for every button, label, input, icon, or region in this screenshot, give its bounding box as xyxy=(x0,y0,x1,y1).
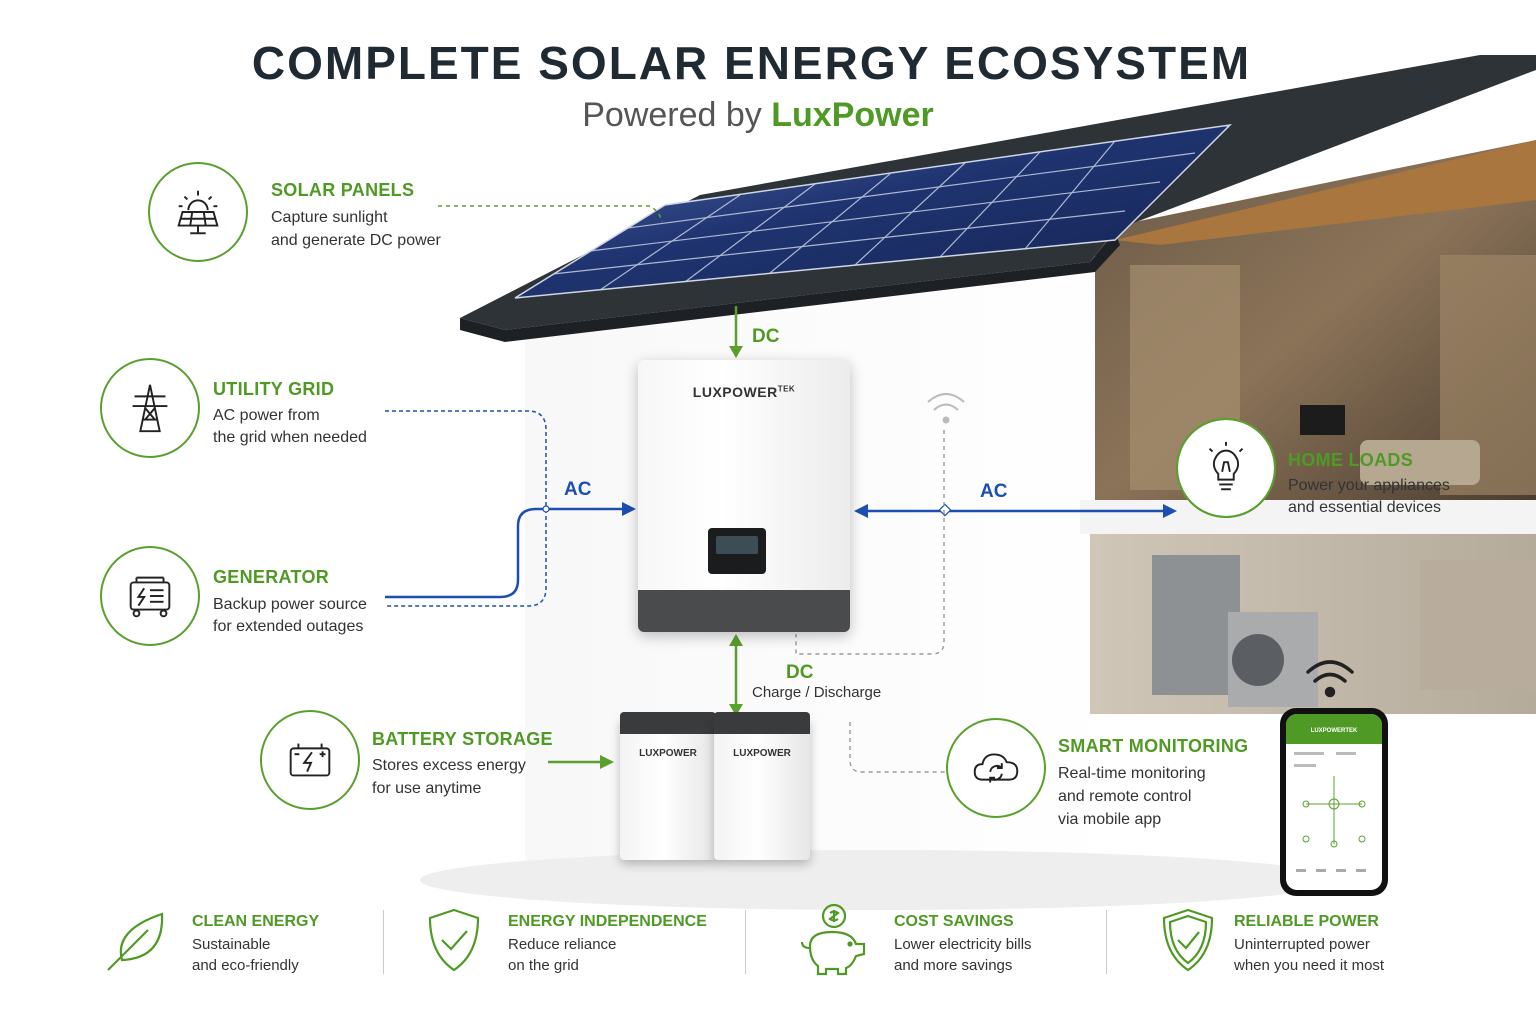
benefit-divider-2 xyxy=(745,910,746,974)
ac-left-arrowhead xyxy=(622,502,636,516)
floor-slab xyxy=(1080,500,1536,534)
solar-panel-icon xyxy=(148,162,248,262)
benefit-line1-0: Sustainable xyxy=(192,936,271,953)
cloud-sync-icon xyxy=(946,718,1046,818)
kitchen-cabinet xyxy=(1420,560,1536,690)
flow-label-dc-top: DC xyxy=(752,326,780,347)
battery-storage-desc-1: Stores excess energy xyxy=(372,757,526,774)
benefit-line1-3: Uninterrupted power xyxy=(1234,936,1370,953)
subtitle-brand: LuxPower xyxy=(771,96,934,134)
shield-check-icon xyxy=(1162,908,1214,972)
wood-ceiling xyxy=(1115,140,1536,245)
benefit-line2-1: on the grid xyxy=(508,957,579,974)
grid-connector xyxy=(385,410,547,607)
flow-label-ac-left: AC xyxy=(564,479,592,500)
fridge xyxy=(1152,555,1240,695)
page-title: COMPLETE SOLAR ENERGY ECOSYSTEM xyxy=(251,37,1252,89)
generator-icon xyxy=(100,546,200,646)
utility-grid-desc-2: the grid when needed xyxy=(213,429,367,446)
page-subtitle: Powered by LuxPower xyxy=(0,96,1516,135)
home-loads-desc-2: and essential devices xyxy=(1288,499,1441,516)
sofa xyxy=(1360,440,1480,485)
battery-icon xyxy=(260,710,360,810)
panel-grid xyxy=(552,140,1196,291)
utility-grid-title: UTILITY GRID xyxy=(213,379,335,399)
phone-wifi-icon xyxy=(1306,660,1354,698)
phone-app-screen xyxy=(1294,752,1366,872)
flow-label-ac-right: AC xyxy=(980,481,1008,502)
hybrid-inverter: LUXPOWERTEK xyxy=(638,360,850,632)
benefit-line2-3: when you need it most xyxy=(1234,957,1385,974)
ground-shadow xyxy=(420,850,1340,910)
battery-brand-2: LUXPOWER xyxy=(733,748,791,759)
monitoring-phone: LUXPOWERTEK xyxy=(1280,708,1388,896)
benefit-title-2: COST SAVINGS xyxy=(894,913,1014,930)
home-loads-circle xyxy=(1176,418,1276,518)
inverter-display xyxy=(708,528,766,574)
home-loads-desc-1: Power your appliances xyxy=(1288,477,1450,494)
generator-title: GENERATOR xyxy=(213,567,330,587)
benefit-line1-1: Reduce reliance xyxy=(508,936,617,953)
solar-array xyxy=(514,123,1233,299)
benefit-line2-0: and eco-friendly xyxy=(192,957,299,974)
generator-desc-2: for extended outages xyxy=(213,618,364,635)
battery-unit-1: LUXPOWER xyxy=(620,712,716,860)
wifi-signal-icon xyxy=(927,393,965,424)
battery-storage-title: BATTERY STORAGE xyxy=(372,729,553,749)
power-tower-icon xyxy=(100,358,200,458)
piggy-bank-icon xyxy=(800,903,866,976)
solar-panels-desc-1: Capture sunlight xyxy=(271,209,388,226)
smart-monitoring-desc-2: and remote control xyxy=(1058,788,1192,805)
utility-grid-desc-1: AC power from xyxy=(213,407,320,424)
subtitle-prefix: Powered by xyxy=(582,96,762,134)
home-loads-title: HOME LOADS xyxy=(1288,450,1414,470)
flow-label-charge-discharge: Charge / Discharge xyxy=(752,684,882,701)
flow-label-dc-bottom: DC xyxy=(786,662,814,683)
benefit-divider-1 xyxy=(383,910,384,974)
app-connector xyxy=(849,722,946,773)
inverter-brand: LUXPOWERTEK xyxy=(692,384,796,400)
benefit-title-0: CLEAN ENERGY xyxy=(192,913,320,930)
phone-app-brand: LUXPOWERTEK xyxy=(1310,728,1358,734)
leaf-icon xyxy=(107,912,164,971)
smart-monitoring-desc-1: Real-time monitoring xyxy=(1058,765,1206,782)
tv xyxy=(1300,405,1345,435)
benefit-line2-2: and more savings xyxy=(894,957,1013,974)
shield-check-icon xyxy=(428,908,480,972)
battery-storage-desc-2: for use anytime xyxy=(372,780,482,797)
benefit-title-1: ENERGY INDEPENDENCE xyxy=(508,913,707,930)
battery-unit-2: LUXPOWER xyxy=(714,712,810,860)
washer-door xyxy=(1232,634,1284,686)
generator-connector xyxy=(385,507,625,599)
solar-panels-desc-2: and generate DC power xyxy=(271,232,441,249)
benefit-divider-3 xyxy=(1106,910,1107,974)
solar-connector xyxy=(438,205,663,223)
smart-monitoring-title: SMART MONITORING xyxy=(1058,736,1249,756)
battery-brand-1: LUXPOWER xyxy=(639,748,697,759)
solar-panels-title: SOLAR PANELS xyxy=(271,180,415,200)
benefit-title-3: RELIABLE POWER xyxy=(1234,913,1379,930)
generator-desc-1: Backup power source xyxy=(213,596,367,613)
roof-edge xyxy=(460,232,1120,342)
smart-monitoring-desc-3: via mobile app xyxy=(1058,811,1162,828)
inverter-base xyxy=(638,590,850,632)
benefit-line1-2: Lower electricity bills xyxy=(894,936,1032,953)
